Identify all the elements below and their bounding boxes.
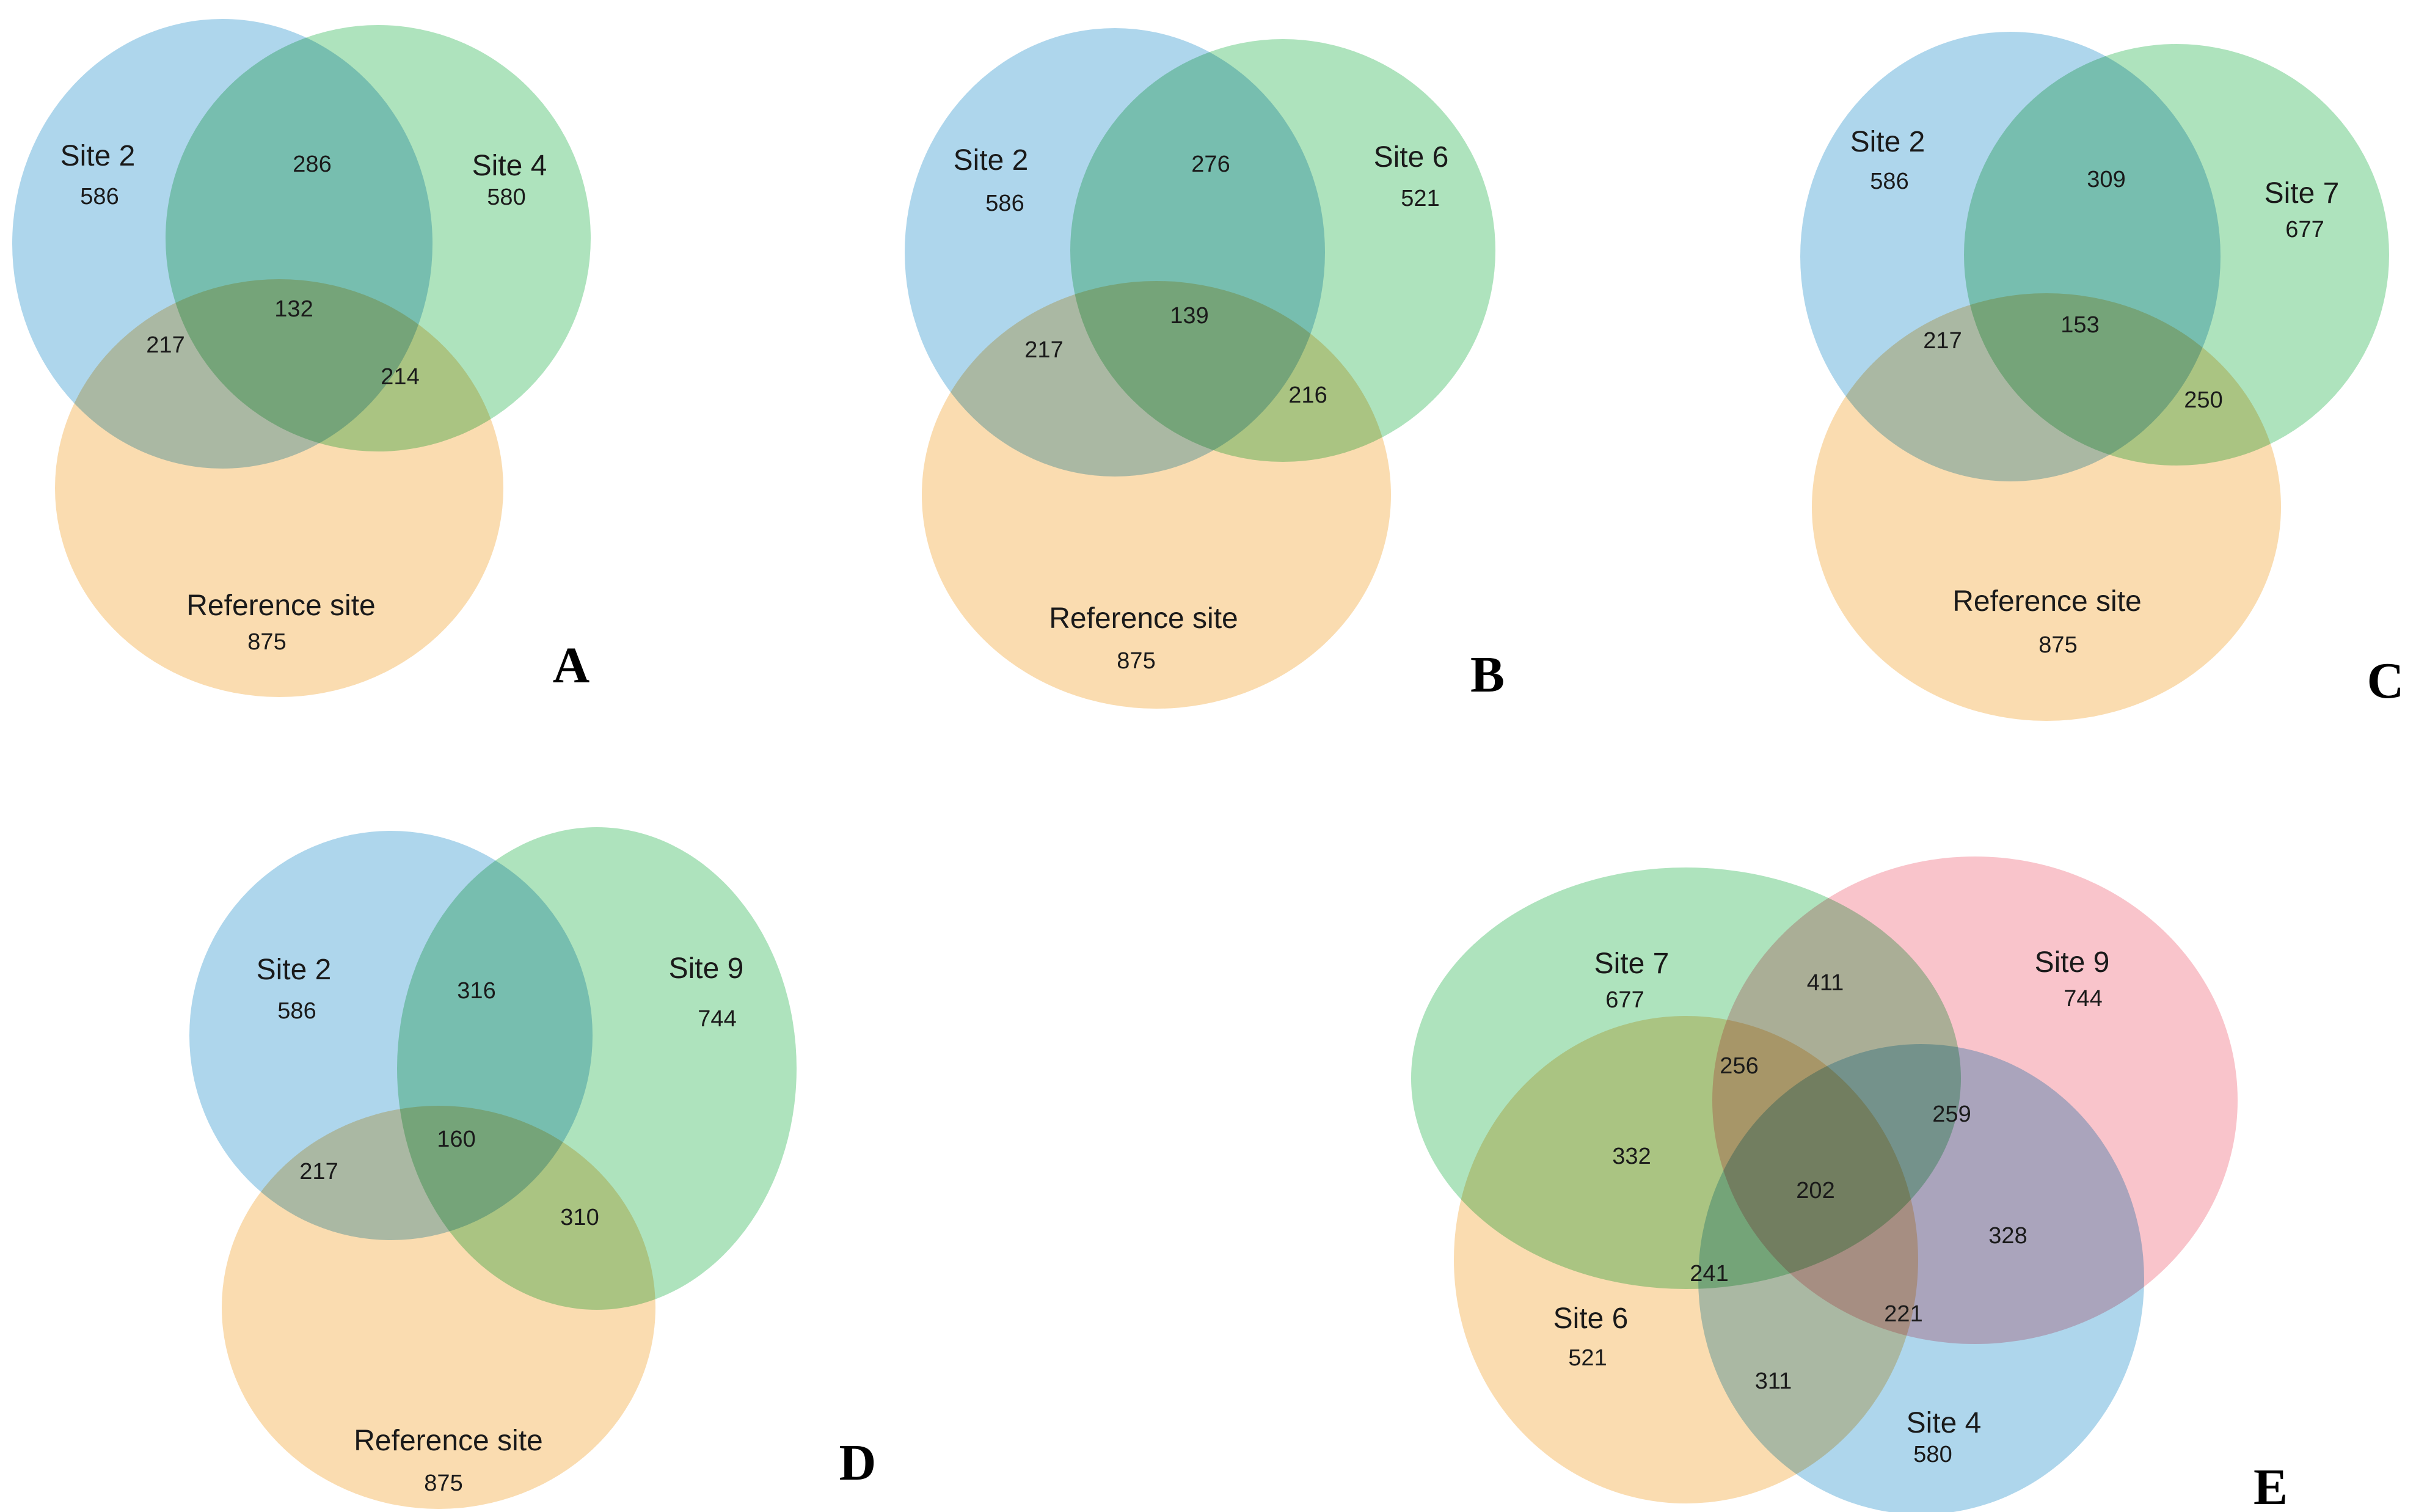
overlap-value-site-2-site-9-panel-d: 316 bbox=[457, 978, 496, 1004]
panel-letter-d: D bbox=[839, 1434, 877, 1491]
set-name-site-4-panel-e: Site 4 bbox=[1906, 1407, 1982, 1439]
set-value-reference-site-panel-c: 875 bbox=[2038, 632, 2078, 658]
overlap-value-site-2-site-7-panel-c: 309 bbox=[2087, 167, 2126, 192]
panel-letter-c: C bbox=[2367, 652, 2404, 709]
overlap-value-site-7-reference-site-panel-c: 250 bbox=[2184, 387, 2223, 413]
set-name-site-9-panel-e: Site 9 bbox=[2034, 946, 2110, 979]
overlap-value-site-6-site-4-panel-e: 311 bbox=[1754, 1368, 1792, 1394]
overlap-value-site-6-reference-site-panel-b: 216 bbox=[1288, 382, 1327, 408]
set-value-site-2-panel-c: 586 bbox=[1870, 169, 1909, 194]
set-name-site-2-panel-d: Site 2 bbox=[256, 954, 332, 986]
overlap-value-site-7-site-6-panel-e: 332 bbox=[1612, 1144, 1651, 1169]
set-value-site-9-panel-e: 744 bbox=[2064, 986, 2103, 1012]
set-name-site-6-panel-b: Site 6 bbox=[1373, 141, 1449, 173]
venn-ellipse-site-4-panel-e bbox=[1698, 1044, 2144, 1512]
overlap-value-site-9-reference-site-panel-d: 310 bbox=[560, 1205, 599, 1230]
set-value-site-6-panel-b: 521 bbox=[1401, 186, 1440, 211]
overlap-value-site-7-site-9-site-4-panel-e: 259 bbox=[1932, 1101, 1971, 1127]
set-name-site-6-panel-e: Site 6 bbox=[1553, 1302, 1629, 1335]
set-value-site-2-panel-a: 586 bbox=[80, 184, 119, 210]
set-value-site-9-panel-d: 744 bbox=[698, 1006, 737, 1032]
set-value-site-6-panel-e: 521 bbox=[1568, 1345, 1607, 1371]
set-value-site-4-panel-e: 580 bbox=[1913, 1442, 1952, 1467]
set-name-reference-site-panel-d: Reference site bbox=[354, 1425, 543, 1457]
set-name-site-2-panel-a: Site 2 bbox=[60, 140, 136, 172]
set-value-reference-site-panel-d: 875 bbox=[424, 1470, 463, 1496]
overlap-value-site-7-site-9-panel-e: 411 bbox=[1806, 970, 1844, 996]
overlap-value-site-2-reference-site-panel-a: 217 bbox=[146, 332, 185, 358]
overlap-value-site-2-site-6-reference-site-panel-b: 139 bbox=[1170, 303, 1209, 329]
set-name-reference-site-panel-b: Reference site bbox=[1049, 602, 1238, 635]
set-value-site-2-panel-d: 586 bbox=[277, 998, 316, 1024]
panel-letter-e: E bbox=[2253, 1459, 2288, 1512]
set-value-site-7-panel-e: 677 bbox=[1605, 987, 1644, 1013]
venn-ellipse-reference-site-panel-d bbox=[222, 1106, 655, 1509]
overlap-value-site-2-reference-site-panel-b: 217 bbox=[1024, 337, 1064, 363]
overlap-value-site-2-reference-site-panel-d: 217 bbox=[299, 1159, 338, 1185]
overlap-value-site-2-reference-site-panel-c: 217 bbox=[1923, 328, 1962, 354]
venn-ellipse-reference-site-panel-a bbox=[55, 279, 503, 697]
overlap-value-site-7-site-9-site-6-panel-e: 256 bbox=[1720, 1053, 1759, 1079]
overlap-value-site-2-site-7-reference-site-panel-c: 153 bbox=[2060, 312, 2100, 338]
set-value-site-4-panel-a: 580 bbox=[487, 184, 526, 210]
overlap-value-site-2-site-9-reference-site-panel-d: 160 bbox=[437, 1127, 476, 1152]
set-name-site-2-panel-b: Site 2 bbox=[953, 144, 1029, 177]
overlap-value-site-2-site-4-reference-site-panel-a: 132 bbox=[274, 296, 313, 322]
set-value-reference-site-panel-a: 875 bbox=[247, 629, 286, 655]
overlap-value-site-2-site-6-panel-b: 276 bbox=[1191, 152, 1230, 177]
overlap-value-site-7-site-9-site-6-site-4-panel-e: 202 bbox=[1796, 1178, 1835, 1203]
overlap-value-site-2-site-4-panel-a: 286 bbox=[293, 152, 332, 177]
set-name-reference-site-panel-c: Reference site bbox=[1952, 585, 2142, 618]
venn-ellipse-reference-site-panel-b bbox=[922, 281, 1391, 709]
set-name-site-2-panel-c: Site 2 bbox=[1850, 126, 1925, 158]
panel-letter-b: B bbox=[1470, 646, 1505, 703]
overlap-value-site-7-site-6-site-4-panel-e: 241 bbox=[1690, 1261, 1729, 1287]
overlap-value-site-9-site-4-panel-e: 328 bbox=[1988, 1223, 2027, 1249]
set-value-site-2-panel-b: 586 bbox=[985, 191, 1024, 216]
overlap-value-site-4-reference-site-panel-a: 214 bbox=[381, 364, 420, 390]
panel-letter-a: A bbox=[552, 637, 590, 694]
venn-ellipse-reference-site-panel-c bbox=[1812, 293, 2281, 721]
set-name-site-7-panel-e: Site 7 bbox=[1594, 948, 1670, 980]
set-name-reference-site-panel-a: Reference site bbox=[186, 590, 376, 622]
set-name-site-9-panel-d: Site 9 bbox=[668, 952, 744, 985]
set-value-reference-site-panel-b: 875 bbox=[1117, 648, 1156, 674]
overlap-value-site-6-site-4-site-9-panel-e: 221 bbox=[1884, 1301, 1923, 1327]
set-value-site-7-panel-c: 677 bbox=[2285, 217, 2324, 243]
set-name-site-7-panel-c: Site 7 bbox=[2264, 177, 2340, 210]
set-name-site-4-panel-a: Site 4 bbox=[472, 150, 547, 182]
